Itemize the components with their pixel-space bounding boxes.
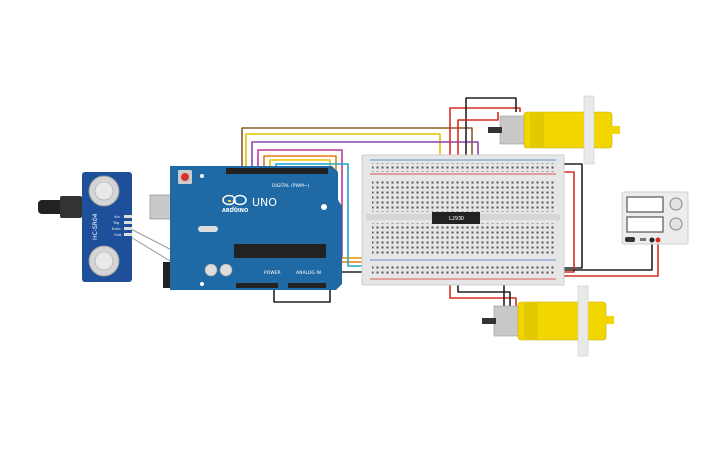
ultrasonic-sensor[interactable]: HC-SR04 Vcc Trig Echo Gnd <box>38 172 132 282</box>
display-current <box>626 216 664 233</box>
sensor-pin-vcc: Vcc <box>114 215 120 219</box>
knob-voltage[interactable] <box>669 197 683 211</box>
motor-top-shaft <box>583 95 595 165</box>
l293d-chip[interactable] <box>432 212 480 224</box>
arduino-uno[interactable]: DIGITAL (PWM~) ARDUINO UNO TX L RX POWER… <box>149 166 342 290</box>
dc-motor-top[interactable] <box>488 95 620 165</box>
motor-bottom-shaft <box>577 285 589 357</box>
digital-header <box>226 168 328 174</box>
digital-label: DIGITAL (PWM~) <box>272 183 310 189</box>
atmega-chip <box>234 244 326 258</box>
display-voltage <box>626 196 664 213</box>
power-label: POWER <box>264 270 281 276</box>
power-switch[interactable] <box>625 237 635 242</box>
motor-top-can <box>499 115 527 145</box>
terminal-negative[interactable] <box>649 237 655 243</box>
dc-motor-bottom[interactable] <box>482 285 614 357</box>
power-header <box>236 283 278 288</box>
arduino-logo-text: ARDUINO <box>222 208 248 214</box>
arduino-board <box>170 166 342 290</box>
rx-label: RX <box>232 206 237 210</box>
wire-motor1-black[interactable] <box>465 97 517 188</box>
analog-header <box>288 283 326 288</box>
wire-battery-red[interactable] <box>560 242 659 277</box>
l-label: L <box>232 194 234 198</box>
arduino-logo: ARDUINO <box>222 194 248 214</box>
breadboard[interactable]: L293D <box>361 154 565 286</box>
sensor-pins: Vcc Trig Echo Gnd <box>112 215 132 237</box>
wire-rail-black-top[interactable] <box>552 163 583 269</box>
wire-gnd-bottom[interactable] <box>273 271 368 303</box>
chip-label: L293D <box>449 216 464 222</box>
sensor-model-label: HC-SR04 <box>92 213 99 240</box>
knob-current[interactable] <box>669 217 683 231</box>
capacitor-2 <box>219 263 233 277</box>
wire-battery-black[interactable] <box>560 242 653 271</box>
power-supply[interactable] <box>621 191 689 245</box>
terminal-positive[interactable] <box>655 237 661 243</box>
arduino-model: UNO <box>252 196 277 209</box>
wire-motor1-red[interactable] <box>449 107 521 188</box>
analog-label: ANALOG IN <box>296 270 321 276</box>
wire-motor1-red2[interactable] <box>457 112 499 188</box>
motor-bottom-can <box>493 305 521 337</box>
capacitor-1 <box>204 263 218 277</box>
sensor-pin-trig: Trig <box>112 221 119 225</box>
sensor-pin-gnd: Gnd <box>114 233 121 237</box>
tx-label: TX <box>231 200 237 204</box>
sensor-pin-echo: Echo <box>112 227 121 231</box>
